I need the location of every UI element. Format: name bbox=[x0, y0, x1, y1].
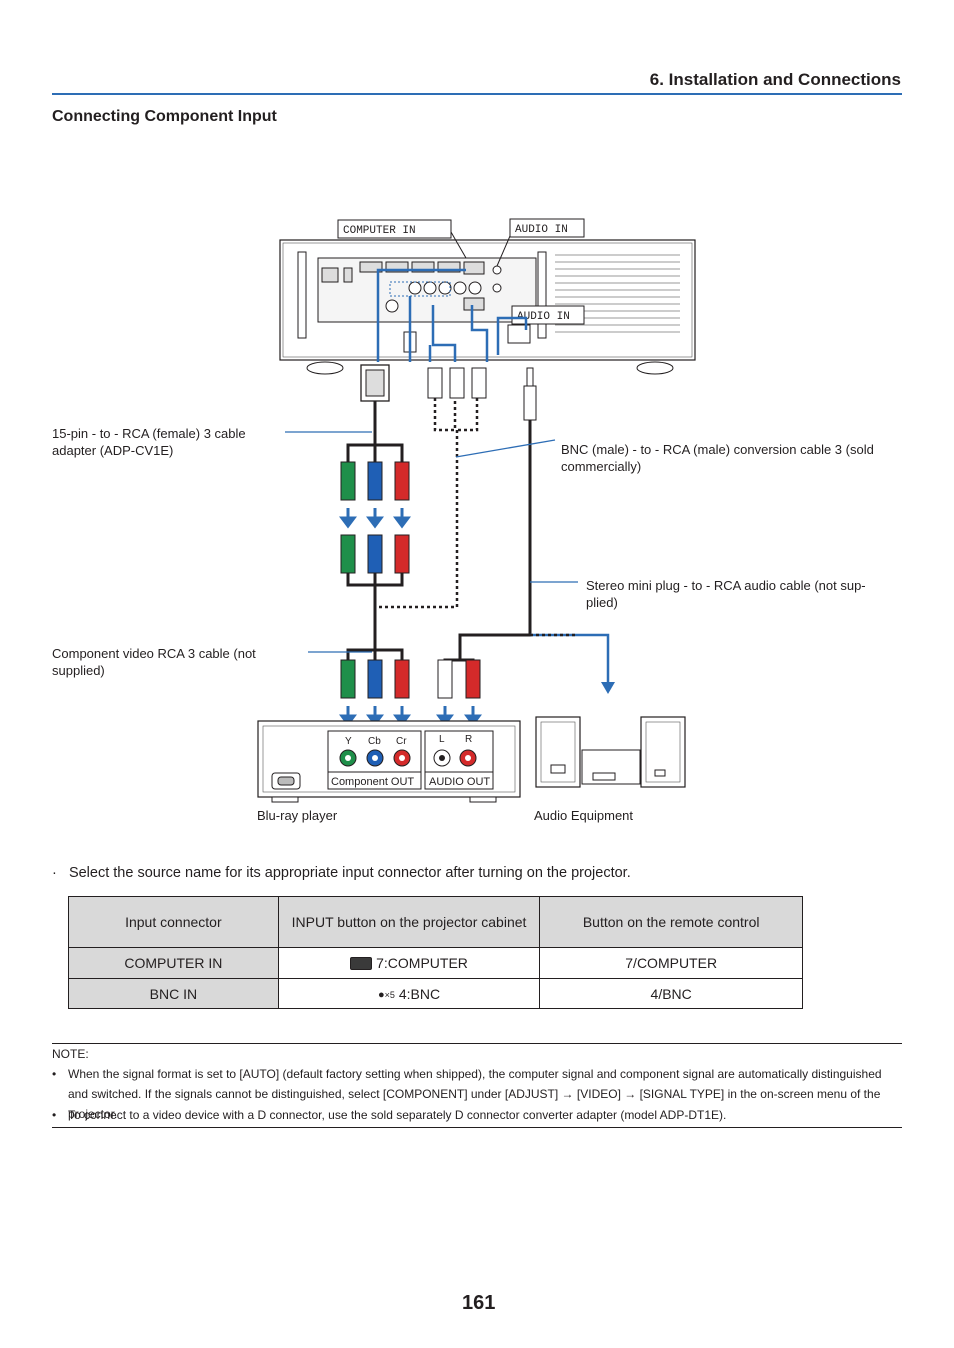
table-cell-cabinet: 7:COMPUTER bbox=[277, 947, 541, 979]
stereo-cable-label: Stereo mini plug - to - RCA audio cable … bbox=[586, 578, 866, 610]
svg-text:COMPUTER IN: COMPUTER IN bbox=[343, 225, 416, 237]
bullet-text: Select the source name for its appropria… bbox=[68, 865, 631, 881]
chapter-title: 6. Installation and Connections bbox=[649, 70, 901, 89]
player-r-label: R bbox=[465, 734, 472, 745]
computer-in-callout: COMPUTER IN bbox=[337, 219, 467, 259]
player-audio-out-label: AUDIO OUT bbox=[429, 776, 490, 788]
component-cable-top-plugs bbox=[340, 534, 410, 699]
bnc-icon-suffix: ×5 bbox=[384, 989, 395, 1000]
note-bullet: • bbox=[52, 1067, 57, 1081]
cabinet-button-label: 4:BNC bbox=[398, 985, 441, 1002]
audio-rca-plugs bbox=[437, 658, 481, 699]
cabinet-button-label: 7:COMPUTER bbox=[376, 955, 468, 971]
table-cell-remote: 7/COMPUTER bbox=[539, 947, 803, 979]
bnc-cable-label: BNC (male) - to - RCA (male) conversion … bbox=[561, 442, 874, 474]
audio-equipment-label: Audio Equipment bbox=[534, 808, 634, 823]
input-connector-table: Input connector INPUT button on the proj… bbox=[68, 896, 803, 1009]
table-header-cell: Input connector bbox=[68, 896, 279, 948]
bnc-cable-dashed bbox=[378, 398, 479, 609]
svg-text:AUDIO IN: AUDIO IN bbox=[515, 224, 568, 236]
table-header-cell: Button on the remote control bbox=[539, 896, 803, 948]
player-l-label: L bbox=[439, 734, 445, 745]
blue-guide-lines bbox=[376, 268, 528, 362]
note-text: To connect to a video device with a D co… bbox=[68, 1108, 727, 1122]
plug-arrows bbox=[339, 508, 411, 529]
bnc-port-icon: ●×5 bbox=[377, 988, 395, 1001]
audio-in-callout-top: AUDIO IN bbox=[496, 218, 585, 267]
audio-equipment bbox=[535, 716, 686, 788]
table-cell-connector: COMPUTER IN bbox=[68, 947, 279, 979]
table-header-row: Input connector INPUT button on the proj… bbox=[68, 896, 803, 948]
table-header-cell: INPUT button on the projector cabinet bbox=[277, 896, 541, 948]
vga-plug-icon bbox=[360, 364, 390, 445]
svg-text:AUDIO IN: AUDIO IN bbox=[517, 311, 570, 323]
bullet-mark: · bbox=[52, 865, 57, 881]
note-text: When the signal format is set to [AUTO] … bbox=[68, 1067, 882, 1121]
note-top-rule bbox=[52, 1043, 902, 1044]
header-rule bbox=[52, 93, 902, 95]
bluray-player: Y Cb Cr L R Component OUT AUDIO OUT bbox=[257, 720, 521, 803]
adapter-label: 15-pin - to - RCA (female) 3 cable adapt… bbox=[52, 426, 246, 458]
computer-port-icon bbox=[350, 956, 373, 970]
callout-lines bbox=[285, 431, 578, 653]
player-cr-label: Cr bbox=[396, 736, 407, 747]
note-item: • When the signal format is set to [AUTO… bbox=[52, 1064, 902, 1124]
player-arrows bbox=[339, 706, 482, 727]
section-title: Connecting Component Input bbox=[52, 108, 277, 125]
table-cell-remote: 4/BNC bbox=[539, 978, 803, 1009]
connection-diagram: COMPUTER IN AUDIO IN AUDIO IN bbox=[257, 218, 696, 803]
note-item: • To connect to a video device with a D … bbox=[52, 1105, 902, 1125]
stereo-mini-plug-icon bbox=[458, 367, 537, 660]
audio-equipment-dashed-link bbox=[530, 633, 615, 694]
note-bottom-rule bbox=[52, 1127, 902, 1128]
table-row: COMPUTER IN 7:COMPUTER 7/COMPUTER bbox=[68, 947, 803, 979]
player-component-out-label: Component OUT bbox=[331, 776, 414, 788]
audio-in-callout-side: AUDIO IN bbox=[511, 305, 585, 325]
bluray-player-label: Blu-ray player bbox=[257, 808, 338, 823]
page-number: 161 bbox=[462, 1292, 496, 1314]
note-heading: NOTE: bbox=[52, 1047, 89, 1061]
note-bullet: • bbox=[52, 1108, 57, 1122]
instruction-bullet: · Select the source name for its appropr… bbox=[52, 865, 631, 881]
player-y-label: Y bbox=[345, 736, 352, 747]
bnc-plugs-icon bbox=[427, 367, 487, 399]
player-cb-label: Cb bbox=[368, 736, 381, 747]
adapter-rca-plugs bbox=[340, 443, 410, 501]
component-cable-label: Component video RCA 3 cable (not supplie… bbox=[52, 646, 256, 678]
table-cell-connector: BNC IN bbox=[68, 978, 279, 1009]
